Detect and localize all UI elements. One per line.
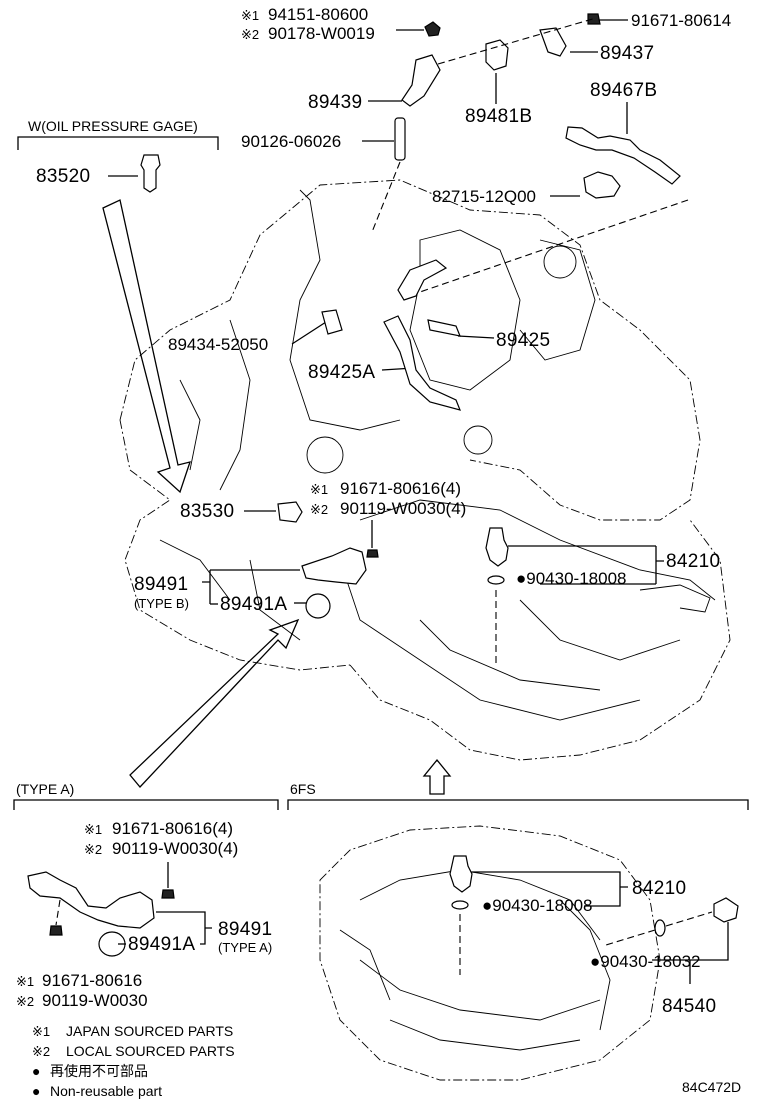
sleeve-90126-icon (394, 117, 406, 161)
gasket-89434-icon (321, 309, 343, 335)
legend-japan-sourced: JAPAN SOURCED PARTS (66, 1023, 233, 1039)
bolt-icon (424, 21, 441, 37)
legend-local-sourced: LOCAL SOURCED PARTS (66, 1043, 235, 1059)
part-number-84210: 84210 (666, 551, 720, 572)
part-number-89491: 89491 (134, 574, 188, 595)
legend-mark: ● (32, 1063, 40, 1079)
sensor-89481B-icon (485, 39, 509, 71)
part-number-90430-18032: ●90430-18032 (590, 952, 700, 971)
bracket-89439-icon (401, 54, 441, 107)
oil-pressure-arrow (102, 199, 191, 494)
part-number-82715-12Q00: 82715-12Q00 (432, 187, 536, 206)
part-number-89439: 89439 (308, 92, 362, 113)
part-number-90430-18008: ●90430-18008 (516, 569, 626, 588)
part-number-90178-W0019: 90178-W0019 (268, 24, 375, 43)
legend-non-reusable-jp: 再使用不可部品 (50, 1063, 148, 1079)
sensor-84210-icon (485, 527, 509, 567)
type-a-section: ※1 91671-80616(4) ※2 90119-W0030(4) 8949… (16, 819, 272, 1010)
switch-83530-icon (277, 501, 303, 523)
part-number-91671-80616-4: 91671-80616(4) (112, 819, 233, 838)
bolt-91671-icon (587, 13, 601, 25)
type-label: (TYPE B) (134, 596, 189, 611)
sensor-89425A-icon (383, 315, 462, 411)
diagram-code: 84C472D (682, 1079, 741, 1095)
legend-mark: ※2 (32, 1044, 50, 1059)
section-title-6fs: 6FS (290, 781, 316, 797)
engine-assembly-illustration (119, 179, 731, 761)
section-brackets: (TYPE A) 6FS (13, 781, 749, 810)
bolt-icon (49, 925, 63, 936)
middle-part-labels: 89434-52050 89425 89425A ※1 91671-80616(… (134, 259, 720, 665)
part-number-89491-type-a: 89491 (218, 919, 272, 940)
part-number-91671-80616: 91671-80616 (42, 971, 142, 990)
sensor-89425-icon (397, 259, 461, 337)
washer-icon (451, 900, 469, 910)
part-number-84210-6fs: 84210 (632, 878, 686, 899)
part-number-90430-18008-6fs: ●90430-18008 (482, 896, 592, 915)
part-number-90126-06026: 90126-06026 (241, 132, 341, 151)
part-note-marker: ※1 (241, 8, 259, 23)
type-label: (TYPE A) (218, 940, 272, 955)
sensor-84210-icon (449, 855, 473, 893)
top-part-labels: ※1 94151-80600 ※2 90178-W0019 91671-8061… (241, 5, 731, 206)
legend: ※1 JAPAN SOURCED PARTS ※2 LOCAL SOURCED … (32, 1023, 235, 1099)
bolt-icon (366, 549, 379, 558)
part-number-89437: 89437 (600, 43, 654, 64)
part-number-84540: 84540 (662, 996, 716, 1017)
6fs-section: 84210 ●90430-18008 ●90430-18032 84540 (319, 825, 739, 1081)
part-note-marker: ※1 (84, 822, 102, 837)
part-number-90119-W0030-4: 90119-W0030(4) (112, 839, 238, 858)
sensor-89491-type-a-icon (27, 871, 155, 929)
part-note-marker: ※1 (16, 974, 34, 989)
part-note-marker: ※2 (16, 994, 34, 1009)
6fs-arrow (422, 758, 452, 795)
sensor-84540-icon (713, 897, 739, 923)
washer-icon (654, 919, 666, 937)
part-number-89467B: 89467B (590, 80, 657, 101)
part-number-91671-80616-4: 91671-80616(4) (340, 479, 461, 498)
part-number-90119-W0030: 90119-W0030 (42, 991, 148, 1010)
section-title-w: W(OIL PRESSURE GAGE) (28, 118, 198, 134)
bracket-89437-icon (539, 27, 567, 57)
section-title-type-a: (TYPE A) (16, 781, 74, 797)
part-number-89425A: 89425A (308, 362, 375, 383)
legend-mark: ※1 (32, 1024, 50, 1039)
part-number-89425: 89425 (496, 330, 550, 351)
bracket-82715-icon (583, 171, 621, 199)
part-number-89481B: 89481B (465, 106, 532, 127)
part-number-89491A-type-a: 89491A (128, 934, 195, 955)
part-number-83520: 83520 (36, 166, 90, 187)
type-a-arrow (129, 618, 300, 788)
bolt-icon (161, 889, 175, 899)
o-ring-icon (305, 593, 331, 619)
part-note-marker: ※1 (310, 482, 328, 497)
sensor-89467B-icon (565, 126, 681, 185)
oil-pressure-switch-icon (140, 154, 161, 193)
legend-non-reusable: Non-reusable part (50, 1083, 162, 1099)
part-number-94151-80600: 94151-80600 (268, 5, 368, 24)
washer-icon (487, 575, 505, 585)
part-note-marker: ※2 (241, 27, 259, 42)
legend-mark: ● (32, 1083, 40, 1099)
part-number-90119-W0030-4: 90119-W0030(4) (340, 499, 466, 518)
top-part-shapes (371, 13, 689, 293)
oil-pressure-section: W(OIL PRESSURE GAGE) 83520 (17, 118, 219, 193)
part-note-marker: ※2 (310, 502, 328, 517)
sensor-89491-icon (301, 547, 367, 585)
part-number-83530: 83530 (180, 501, 234, 522)
part-note-marker: ※2 (84, 842, 102, 857)
part-number-89491A: 89491A (220, 594, 287, 615)
part-number-89434-52050: 89434-52050 (168, 335, 268, 354)
part-number-91671-80614: 91671-80614 (631, 11, 731, 30)
